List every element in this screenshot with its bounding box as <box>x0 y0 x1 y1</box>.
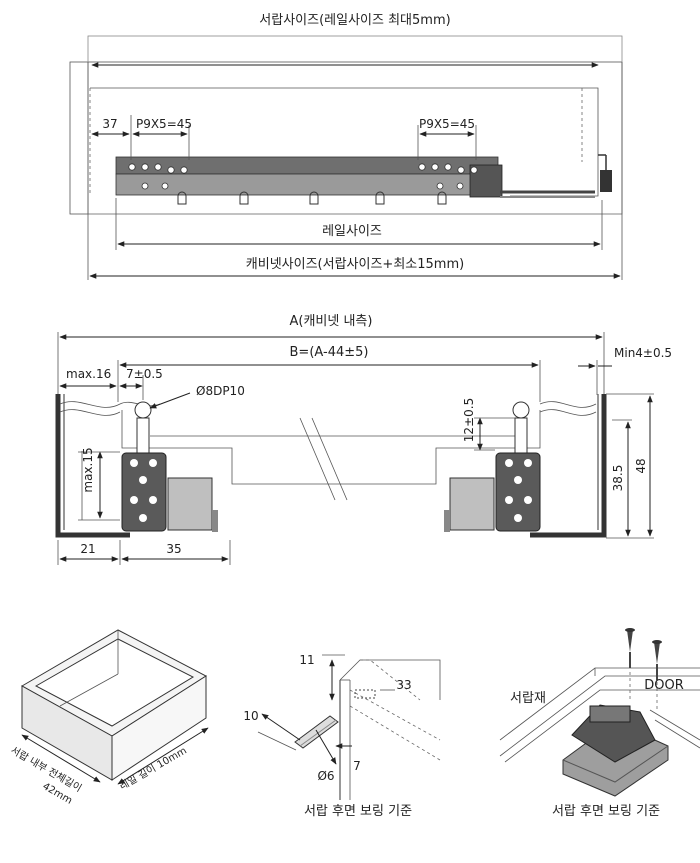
hole-label: Ø8DP10 <box>196 384 245 398</box>
pitch-left-label: P9X5=45 <box>136 117 192 131</box>
max16-label: max.16 <box>66 367 111 381</box>
h385-label: 38.5 <box>611 465 625 492</box>
cross-section-view <box>55 332 654 565</box>
dim-33-label: 33 <box>396 678 411 692</box>
min4-label: Min4±0.5 <box>614 346 672 360</box>
seven-label: 7±0.5 <box>126 367 163 381</box>
drawer-box-drawing <box>20 629 209 785</box>
dim-7-label: 7 <box>353 759 361 773</box>
dim-10-label: 10 <box>243 709 258 723</box>
door-label: DOOR <box>644 678 684 693</box>
twelve-label: 12±0.5 <box>462 398 476 442</box>
drawer-material-label: 서랍재 <box>510 691 546 706</box>
h48-label: 48 <box>634 458 648 473</box>
offset-37-label: 37 <box>102 117 117 131</box>
max15-label: max.15 <box>81 447 95 492</box>
cabinet-size-label: 캐비넷사이즈(서랍사이즈+최소15mm) <box>246 257 464 272</box>
w35-label: 35 <box>166 542 181 556</box>
w21-label: 21 <box>80 542 95 556</box>
dim-6-label: Ø6 <box>317 769 334 783</box>
caption-middle: 서랍 후면 보링 기준 <box>304 804 412 819</box>
a-dimension-label: A(캐비넷 내측) <box>290 314 373 329</box>
rail-size-label: 레일사이즈 <box>322 224 382 239</box>
caption-right: 서랍 후면 보링 기준 <box>552 804 660 819</box>
b-dimension-label: B=(A-44±5) <box>290 345 369 360</box>
drawer-size-label: 서랍사이즈(레일사이즈 최대5mm) <box>259 13 450 28</box>
boring-detail-drawing <box>257 654 441 800</box>
mounting-clip-drawing <box>499 628 700 797</box>
dim-11-label: 11 <box>299 653 314 667</box>
top-rail-view <box>69 35 623 280</box>
pitch-right-label: P9X5=45 <box>419 117 475 131</box>
